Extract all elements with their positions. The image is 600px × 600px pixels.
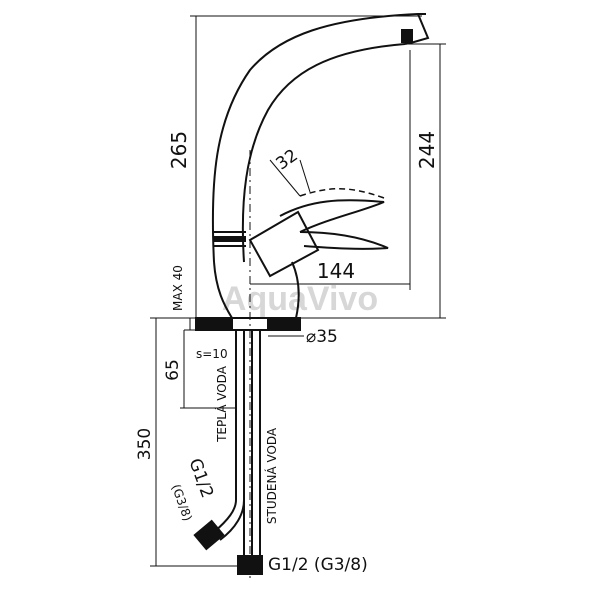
- aerator-icon: [401, 29, 413, 43]
- watermark: AquaVivo: [222, 280, 378, 318]
- dim-wall-thickness: s=10: [196, 347, 228, 361]
- dim-hose-length: 350: [135, 428, 155, 460]
- faucet-body: [195, 13, 430, 331]
- hoses: [193, 330, 263, 580]
- dim-hole-diameter: ⌀35: [306, 327, 338, 347]
- dim-max-deck: MAX 40: [171, 265, 185, 311]
- dim-shank-length: 65: [163, 359, 183, 381]
- hot-thread-alt: (G3/8): [169, 482, 195, 522]
- hot-water-label: TEPLÁ VODA: [214, 365, 229, 443]
- dim-spout-reach: 144: [317, 259, 355, 283]
- hot-thread-main: G1/2: [184, 456, 217, 501]
- dim-total-height: 265: [167, 131, 191, 169]
- dim-spout-height: 244: [415, 131, 439, 169]
- hot-connector-icon: [193, 519, 225, 551]
- dim-handle-angle: 32: [273, 146, 302, 175]
- cold-thread-label: G1/2 (G3/8): [268, 555, 368, 575]
- dimension-lines: [150, 15, 446, 567]
- cold-water-label: STUDENÁ VODA: [264, 427, 279, 524]
